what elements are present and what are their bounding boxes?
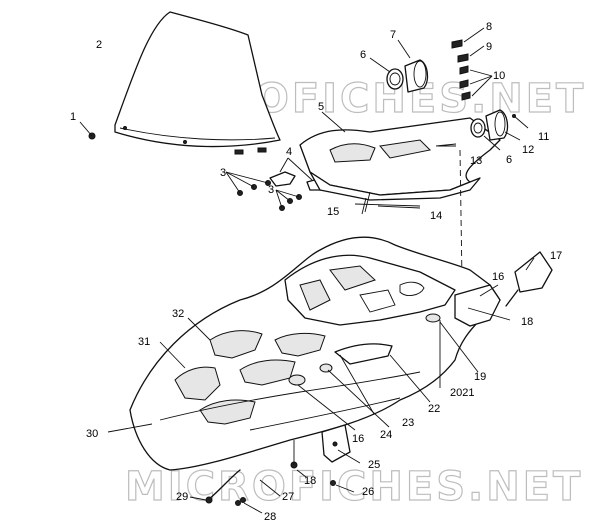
gauge-left bbox=[369, 39, 429, 93]
hood bbox=[129, 236, 501, 471]
callout-3b: 3 bbox=[268, 184, 274, 196]
callout-23: 23 bbox=[402, 417, 414, 429]
callout-18a: 18 bbox=[521, 316, 533, 328]
callout-16a: 16 bbox=[492, 271, 504, 283]
callout-labels: 1 2 3 3 4 5 6 6 7 8 9 10 11 12 13 14 15 … bbox=[70, 21, 562, 523]
callout-9: 9 bbox=[486, 41, 492, 53]
callout-16b: 16 bbox=[352, 433, 364, 445]
callout-32: 32 bbox=[172, 308, 184, 320]
callout-8: 8 bbox=[486, 21, 492, 33]
callout-2021: 2021 bbox=[450, 387, 474, 399]
bracket-25 bbox=[321, 424, 351, 463]
callout-1: 1 bbox=[70, 111, 76, 123]
screws-3 bbox=[225, 171, 302, 211]
dash-panel bbox=[299, 111, 501, 213]
callout-26: 26 bbox=[362, 486, 374, 498]
screw-1 bbox=[79, 121, 96, 140]
watermark-bottom: MICROFICHES.NET bbox=[125, 464, 583, 510]
callout-11: 11 bbox=[538, 131, 549, 143]
bulbs-8-9-10 bbox=[451, 27, 529, 129]
callout-30: 30 bbox=[86, 428, 98, 440]
side-panel-16 bbox=[454, 284, 501, 327]
windshield bbox=[114, 11, 281, 155]
gauge-right bbox=[470, 109, 521, 151]
callout-28: 28 bbox=[264, 511, 276, 523]
callout-19: 19 bbox=[474, 371, 486, 383]
cable-assembly bbox=[205, 440, 336, 506]
callout-17: 17 bbox=[550, 250, 562, 262]
callout-15: 15 bbox=[327, 206, 339, 218]
callout-25: 25 bbox=[368, 459, 380, 471]
callout-14: 14 bbox=[430, 210, 442, 222]
mirror-17 bbox=[505, 251, 553, 307]
leader-lines bbox=[107, 257, 535, 514]
small-parts-13-14-15 bbox=[361, 145, 456, 215]
callout-3a: 3 bbox=[220, 167, 226, 179]
callout-22: 22 bbox=[428, 403, 440, 415]
callout-2: 2 bbox=[96, 39, 102, 51]
callout-18b: 18 bbox=[304, 475, 316, 487]
callout-4: 4 bbox=[286, 146, 292, 158]
callout-12: 12 bbox=[522, 144, 534, 156]
callout-24: 24 bbox=[380, 429, 392, 441]
callout-29: 29 bbox=[176, 491, 188, 503]
callout-6b: 6 bbox=[506, 154, 512, 166]
callout-6a: 6 bbox=[360, 49, 366, 61]
callout-27: 27 bbox=[282, 491, 294, 503]
callout-7: 7 bbox=[390, 29, 396, 41]
callout-13: 13 bbox=[470, 155, 482, 167]
callout-10: 10 bbox=[493, 70, 505, 82]
callout-5: 5 bbox=[318, 101, 324, 113]
callout-31: 31 bbox=[138, 336, 150, 348]
